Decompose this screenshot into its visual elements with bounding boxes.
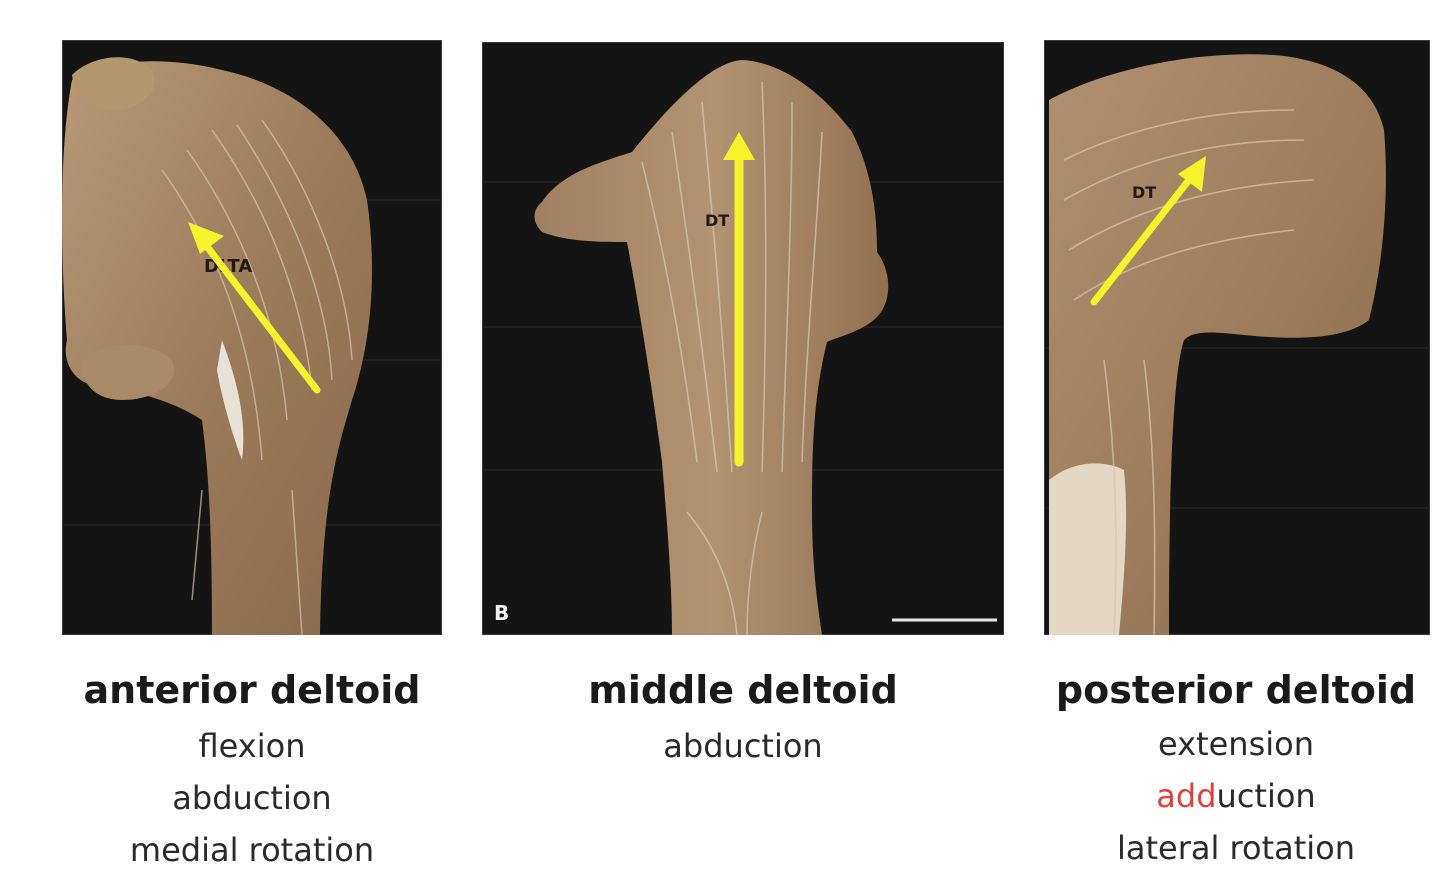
middle-deltoid-illustration: DT B bbox=[482, 60, 1004, 635]
arrow-icon bbox=[723, 132, 755, 467]
highlighted-suffix: uction bbox=[1216, 777, 1316, 815]
panel-title: posterior deltoid bbox=[1055, 668, 1417, 712]
action-item-highlighted: adduction bbox=[1036, 770, 1436, 822]
action-item: flexion bbox=[198, 727, 306, 765]
panel-title: middle deltoid bbox=[588, 668, 898, 712]
posterior-deltoid-caption: posterior deltoid extension adduction la… bbox=[1036, 668, 1436, 874]
anterior-deltoid-illustration: DLTA bbox=[62, 57, 442, 635]
arrow-icon bbox=[1090, 156, 1206, 306]
panel-title: anterior deltoid bbox=[83, 668, 421, 712]
posterior-deltoid-photo: DT bbox=[1044, 40, 1430, 635]
middle-deltoid-photo: DT B bbox=[482, 42, 1004, 635]
action-item: extension bbox=[1158, 725, 1314, 763]
middle-deltoid-caption: middle deltoid abduction bbox=[543, 668, 943, 772]
posterior-deltoid-illustration: DT bbox=[1044, 54, 1430, 635]
anterior-deltoid-caption: anterior deltoid flexion abduction media… bbox=[52, 668, 452, 876]
action-item: medial rotation bbox=[129, 831, 375, 869]
action-item: lateral rotation bbox=[1116, 829, 1356, 867]
anterior-deltoid-photo: DLTA bbox=[62, 40, 442, 635]
arrow-icon bbox=[188, 222, 321, 394]
panel-letter: B bbox=[494, 601, 509, 625]
action-item: abduction bbox=[663, 727, 823, 765]
highlighted-prefix: add bbox=[1156, 777, 1217, 815]
action-item: abduction bbox=[172, 779, 332, 817]
photo-label: DT bbox=[705, 211, 729, 230]
photo-label: DT bbox=[1132, 183, 1156, 202]
